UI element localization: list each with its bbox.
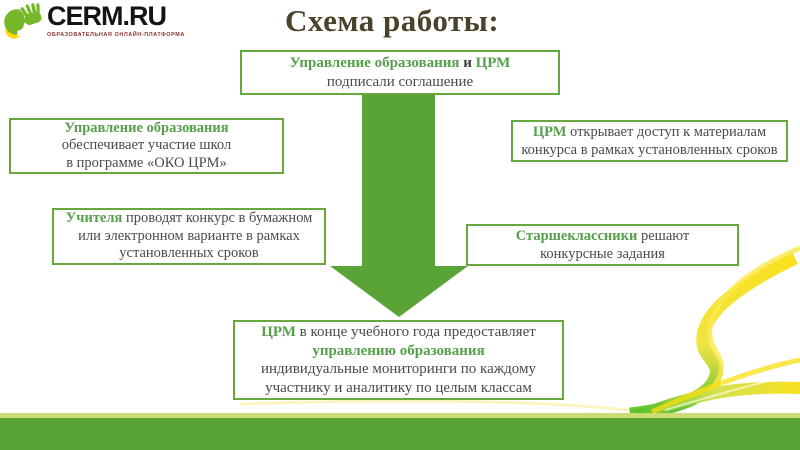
box-text: или электронном варианте в рамках bbox=[78, 227, 300, 244]
cerm-logo: CERM.RU ОБРАЗОВАТЕЛЬНАЯ ОНЛАЙН-ПЛАТФОРМА bbox=[4, 3, 185, 41]
box-text: конкурсные задания bbox=[540, 246, 665, 262]
box-line: подписали соглашение bbox=[242, 73, 558, 92]
box-text: индивидуальные мониторинги по каждому bbox=[261, 361, 536, 377]
box-text: решают bbox=[637, 228, 690, 244]
box-line: обеспечивает участие школ bbox=[11, 137, 282, 155]
box-line: установленных сроков bbox=[54, 245, 324, 263]
flow-box-teachers: Учителя проводят конкурс в бумажном или … bbox=[52, 208, 326, 265]
box-line: в программе «ОКО ЦРМ» bbox=[11, 155, 282, 173]
box-line: конкурса в рамках установленных сроков bbox=[513, 141, 786, 159]
logo-text: CERM.RU ОБРАЗОВАТЕЛЬНАЯ ОНЛАЙН-ПЛАТФОРМА bbox=[47, 1, 185, 39]
entity-label: ЦРМ bbox=[261, 324, 296, 340]
flow-box-students: Старшеклассники решают конкурсные задани… bbox=[466, 224, 739, 266]
logo-tagline: ОБРАЗОВАТЕЛЬНАЯ ОНЛАЙН-ПЛАТФОРМА bbox=[47, 32, 185, 38]
box-text: установленных сроков bbox=[119, 245, 259, 262]
logo-name: CERM.RU bbox=[47, 1, 167, 31]
footer-accent-stripe bbox=[0, 413, 800, 418]
entity-label: Учителя bbox=[65, 210, 123, 227]
box-line: конкурсные задания bbox=[468, 245, 737, 263]
box-line: Учителя проводят конкурс в бумажном bbox=[54, 210, 324, 228]
cerm-logo-icon bbox=[4, 3, 42, 39]
box-line: ЦРМ открывает доступ к материалам bbox=[513, 123, 786, 141]
entity-label: ЦРМ bbox=[532, 124, 567, 140]
entity-label: управлению образования bbox=[312, 342, 485, 359]
box-text: конкурса в рамках установленных сроков bbox=[521, 142, 778, 158]
flow-box-crm-access: ЦРМ открывает доступ к материалам конкур… bbox=[511, 120, 788, 162]
entity-label: Старшеклассники bbox=[515, 228, 638, 244]
box-text: обеспечивает участие школ bbox=[61, 137, 232, 154]
flow-box-agreement: Управление образования и ЦРМ подписали с… bbox=[240, 50, 560, 95]
box-line: индивидуальные мониторинги по каждому bbox=[235, 360, 562, 379]
entity-label: Управление образования bbox=[64, 119, 229, 136]
box-text: участнику и аналитику по целым классам bbox=[265, 379, 532, 396]
box-line: Управление образования и ЦРМ bbox=[242, 54, 558, 73]
entity-label: Управление образования bbox=[289, 54, 460, 71]
box-line: Старшеклассники решают bbox=[468, 227, 737, 245]
box-line: или электронном варианте в рамках bbox=[54, 228, 324, 246]
flow-box-results: ЦРМ в конце учебного года предоставляет … bbox=[233, 320, 564, 400]
box-text: и bbox=[459, 54, 476, 71]
box-text: в программе «ОКО ЦРМ» bbox=[66, 154, 227, 171]
flow-box-education-department: Управление образования обеспечивает учас… bbox=[9, 118, 284, 174]
footer-bar bbox=[0, 418, 800, 450]
box-text: открывает доступ к материалам bbox=[566, 124, 767, 140]
box-text: в конце учебного года предоставляет bbox=[295, 324, 536, 340]
box-line: Управление образования bbox=[11, 120, 282, 138]
page-title: Схема работы: bbox=[285, 3, 500, 38]
box-line: управлению образования bbox=[235, 342, 562, 361]
entity-label: ЦРМ bbox=[475, 54, 511, 71]
box-line: участнику и аналитику по целым классам bbox=[235, 379, 562, 398]
box-text: проводят конкурс в бумажном bbox=[122, 210, 313, 227]
box-line: ЦРМ в конце учебного года предоставляет bbox=[235, 323, 562, 342]
box-text: подписали соглашение bbox=[326, 73, 474, 90]
